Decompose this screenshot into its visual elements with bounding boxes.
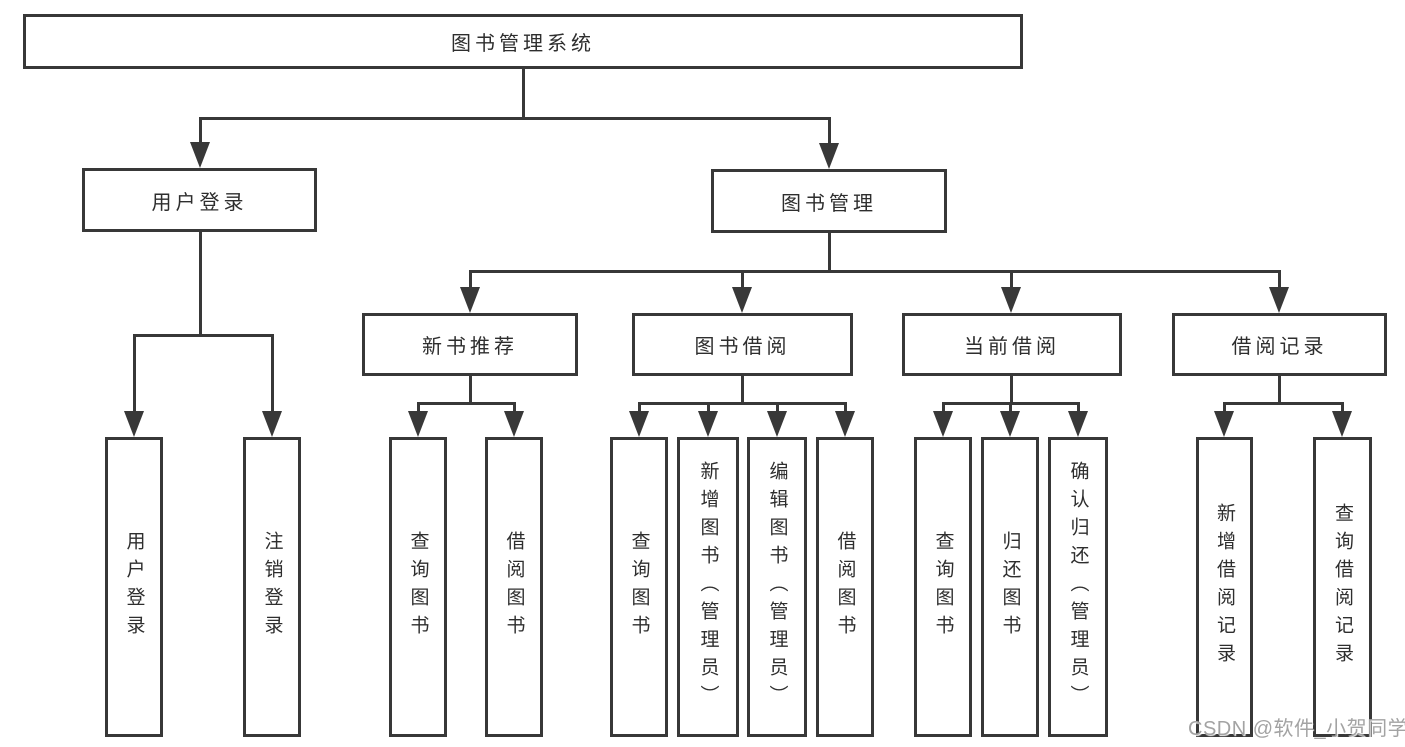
tree-edge-arrow-shaft: [1008, 403, 1012, 415]
arrow-down-icon: [835, 411, 855, 437]
tree-edge-arrow-shaft: [1076, 403, 1080, 415]
arrow-down-icon: [629, 411, 649, 437]
arrow-down-icon: [1001, 287, 1021, 313]
leaf-bb-borrow-books: 借阅图书: [816, 437, 874, 737]
arrow-down-icon: [732, 287, 752, 313]
tree-edge-arrow-shaft: [512, 403, 516, 415]
arrow-down-icon: [819, 143, 839, 169]
arrow-down-icon: [1214, 411, 1234, 437]
arrow-down-icon: [1332, 411, 1352, 437]
arrow-down-icon: [460, 287, 480, 313]
tree-edge-arrow-shaft: [1340, 403, 1344, 415]
tree-edge-arrow-shaft: [1222, 403, 1226, 415]
arrow-down-icon: [767, 411, 787, 437]
node-book-borrowing: 图书借阅: [632, 313, 853, 376]
tree-edge-stem: [827, 233, 831, 273]
tree-edge-bar: [468, 269, 1281, 273]
node-library-system: 图书管理系统: [23, 14, 1023, 69]
arrow-down-icon: [698, 411, 718, 437]
tree-edge-arrow-shaft: [941, 403, 945, 415]
tree-edge-arrow-shaft: [198, 118, 202, 146]
leaf-bb-edit-books-admin: 编辑图书（管理员）: [747, 437, 807, 737]
leaf-cb-confirm-return-admin: 确认归还（管理员）: [1048, 437, 1108, 737]
leaf-br-query-record: 查询借阅记录: [1313, 437, 1372, 737]
tree-edge-arrow-shaft: [416, 403, 420, 415]
tree-edge-arrow-shaft: [843, 403, 847, 415]
tree-edge-stem: [1277, 376, 1281, 405]
node-book-management: 图书管理: [711, 169, 947, 233]
arrow-down-icon: [1000, 411, 1020, 437]
tree-edge-bar: [416, 401, 516, 405]
tree-edge-stem: [740, 376, 744, 405]
node-user-login: 用户登录: [82, 168, 317, 232]
arrow-down-icon: [124, 411, 144, 437]
leaf-nb-query-books: 查询图书: [389, 437, 447, 737]
tree-edge-arrow-shaft: [637, 403, 641, 415]
tree-edge-arrow-shaft: [827, 118, 831, 147]
leaf-user-login: 用户登录: [105, 437, 163, 737]
node-new-book-recommend: 新书推荐: [362, 313, 578, 376]
tree-edge-stem: [1009, 376, 1013, 405]
tree-edge-arrow-shaft: [740, 271, 744, 291]
tree-edge-bar: [198, 116, 831, 120]
leaf-nb-borrow-books: 借阅图书: [485, 437, 543, 737]
tree-edge-arrow-shaft: [1009, 271, 1013, 291]
tree-edge-arrow-shaft: [132, 335, 136, 415]
leaf-br-add-record: 新增借阅记录: [1196, 437, 1253, 737]
leaf-cb-return-books: 归还图书: [981, 437, 1039, 737]
tree-edge-arrow-shaft: [1277, 271, 1281, 291]
leaf-logout: 注销登录: [243, 437, 301, 737]
node-current-borrowing: 当前借阅: [902, 313, 1122, 376]
tree-edge-arrow-shaft: [270, 335, 274, 415]
leaf-cb-query-books: 查询图书: [914, 437, 972, 737]
watermark-text: CSDN @软件_小贺同学: [1188, 718, 1405, 740]
tree-edge-bar: [1222, 401, 1344, 405]
tree-edge-arrow-shaft: [775, 403, 779, 415]
tree-edge-stem: [521, 69, 525, 120]
leaf-bb-add-books-admin: 新增图书（管理员）: [677, 437, 739, 737]
arrow-down-icon: [1269, 287, 1289, 313]
tree-edge-stem: [198, 232, 202, 337]
tree-edge-bar: [132, 333, 274, 337]
leaf-bb-query-books: 查询图书: [610, 437, 668, 737]
arrow-down-icon: [408, 411, 428, 437]
node-borrow-records: 借阅记录: [1172, 313, 1387, 376]
arrow-down-icon: [262, 411, 282, 437]
tree-edge-bar: [637, 401, 847, 405]
arrow-down-icon: [504, 411, 524, 437]
tree-edge-arrow-shaft: [468, 271, 472, 291]
tree-edge-stem: [468, 376, 472, 405]
arrow-down-icon: [190, 142, 210, 168]
arrow-down-icon: [933, 411, 953, 437]
tree-edge-arrow-shaft: [706, 403, 710, 415]
arrow-down-icon: [1068, 411, 1088, 437]
